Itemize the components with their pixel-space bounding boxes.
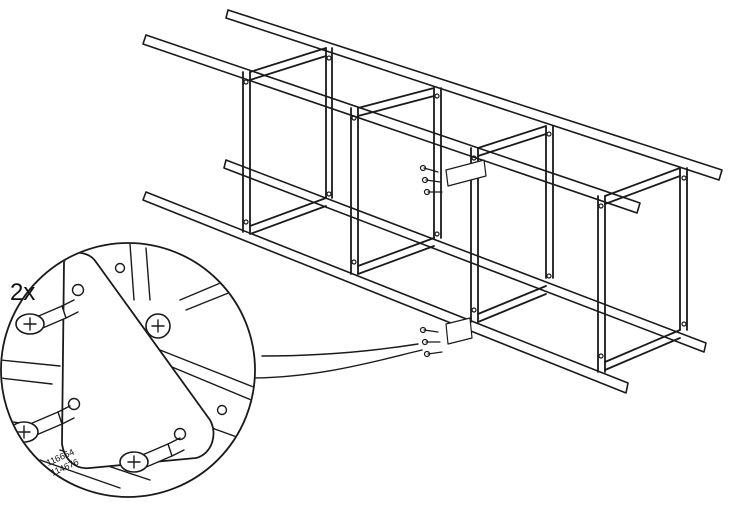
quantity-label: 2x [10,279,35,306]
callout-leader [247,343,423,379]
frame-posts [242,47,688,373]
frame-rail-back-bottom [223,159,707,353]
triangular-bracket [61,252,228,470]
shelf-frame [142,9,723,394]
phillips-screw-icon [145,313,171,339]
frame-bottom-cross-members [249,197,681,371]
frame-rail-front-top [142,34,641,214]
screw-icon [419,317,473,358]
frame-top-cross-members [249,47,681,205]
frame-rail-back-top [225,9,723,181]
phillips-screw-icon [15,299,79,335]
detail-magnifier: 2x 116654 114676 [0,242,256,498]
screw-icon [419,159,487,196]
frame-screw-points [243,55,687,359]
phillips-screw-icon [119,437,185,473]
